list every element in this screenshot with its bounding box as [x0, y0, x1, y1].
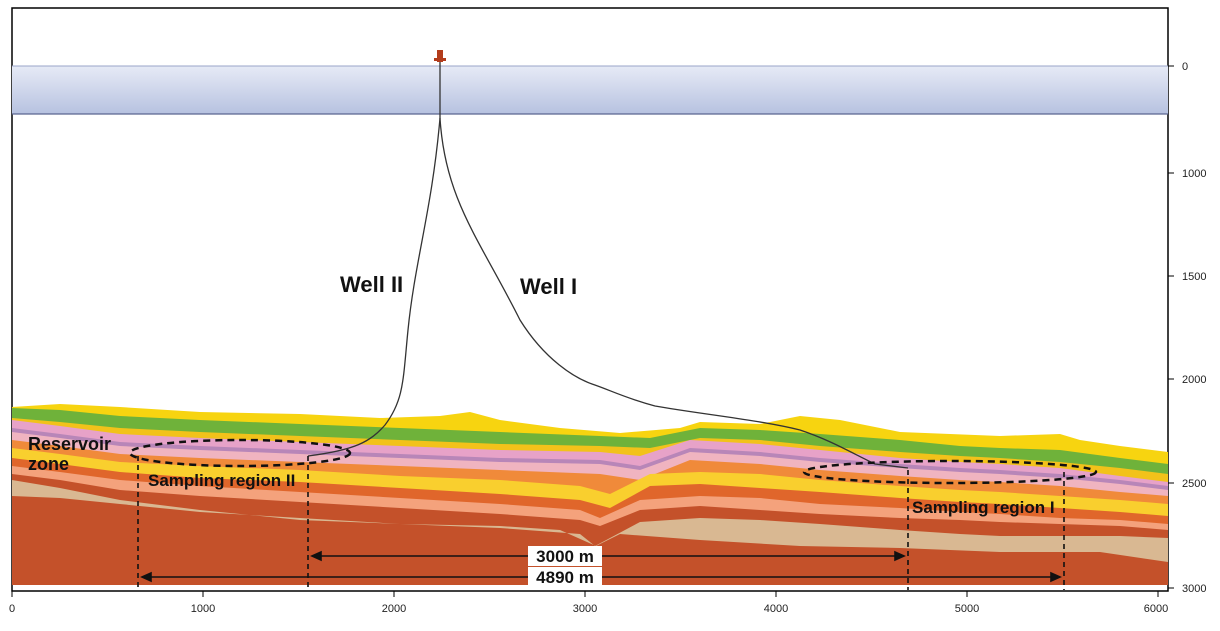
reservoir-zone-label-line1: Reservoir [28, 434, 111, 454]
arrow-head [310, 550, 322, 562]
label-bg [528, 546, 602, 566]
depth-tick-label: 0 [1182, 61, 1188, 73]
well-i-label: Well I [520, 274, 577, 299]
sampling-region-i-label: Sampling region I [912, 498, 1055, 517]
reservoir-zone-label-line2: zone [28, 454, 69, 474]
distance-tick-label: 5000 [955, 603, 979, 615]
distance-tick-label: 2000 [382, 603, 406, 615]
sampling-region-ii-label: Sampling region II [148, 471, 295, 490]
wells [307, 50, 909, 469]
distance-tick-label: 6000 [1144, 603, 1168, 615]
depth-tick-label: 3000 [1182, 583, 1206, 595]
depth-axis: 0 1000 1500 2000 2500 3000 [1168, 61, 1206, 595]
wellhead-icon [434, 50, 446, 62]
depth-tick-label: 2500 [1182, 478, 1206, 490]
depth-tick-label: 1500 [1182, 271, 1206, 283]
well-ii-label: Well II [340, 272, 403, 297]
distance-tick-label: 3000 [573, 603, 597, 615]
distance-label-4890: 4890 m [536, 568, 594, 587]
sampling-region-i-ellipse [802, 459, 1098, 485]
distance-tick-label: 0 [9, 603, 15, 615]
distance-axis: 0 1000 2000 3000 4000 5000 6000 [9, 591, 1168, 615]
sampling-region-ii-ellipse [128, 438, 352, 468]
arrow-head [894, 550, 906, 562]
distance-guides [137, 456, 1065, 590]
distance-label-3000: 3000 m [536, 547, 594, 566]
distance-tick-label: 1000 [191, 603, 215, 615]
arrow-head [140, 571, 152, 583]
water-layer [12, 66, 1168, 114]
well-ii-trajectory [307, 60, 441, 457]
well-i-trajectory [439, 117, 909, 469]
arrow-head [1050, 571, 1062, 583]
geological-layers [12, 404, 1168, 585]
layer-dark-red [12, 474, 1168, 585]
layer-tan [12, 480, 1168, 562]
depth-tick-label: 1000 [1182, 168, 1206, 180]
label-bg [528, 567, 602, 587]
distance-tick-label: 4000 [764, 603, 788, 615]
depth-tick-label: 2000 [1182, 374, 1206, 386]
